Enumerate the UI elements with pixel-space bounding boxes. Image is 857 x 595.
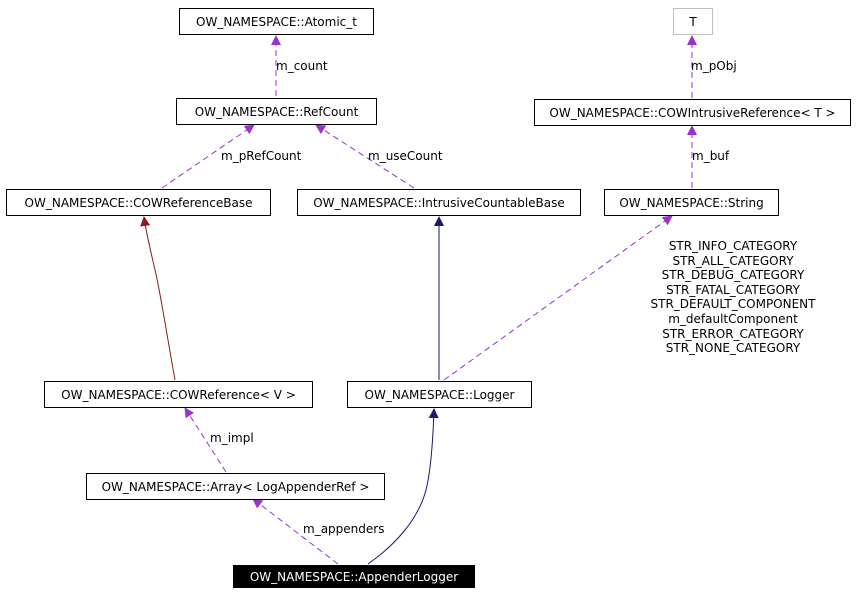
label-m-usecount: m_useCount [368, 149, 443, 163]
label-string-members: STR_INFO_CATEGORY STR_ALL_CATEGORY STR_D… [633, 239, 833, 356]
node-cow-intrusive-reference[interactable]: OW_NAMESPACE::COWIntrusiveReference< T > [534, 99, 851, 126]
member-label: STR_DEFAULT_COMPONENT [650, 297, 816, 312]
member-label: STR_INFO_CATEGORY [668, 239, 798, 253]
member-label: m_defaultComponent [668, 311, 798, 326]
edge-inherit-cowrefbase [140, 216, 176, 381]
node-string[interactable]: OW_NAMESPACE::String [604, 189, 779, 216]
label-m-pobj: m_pObj [691, 59, 737, 73]
edge-m-appenders [252, 498, 339, 565]
label-m-prefcount: m_pRefCount [221, 149, 302, 163]
node-cow-reference-base[interactable]: OW_NAMESPACE::COWReferenceBase [6, 189, 271, 216]
node-appender-logger: OW_NAMESPACE::AppenderLogger [233, 565, 475, 588]
label-m-buf: m_buf [692, 149, 730, 163]
label-m-impl: m_impl [210, 431, 254, 445]
label-m-count: m_count [276, 59, 328, 73]
edge-string-members [443, 215, 673, 381]
member-label: STR_NONE_CATEGORY [665, 341, 801, 356]
member-label: STR_FATAL_CATEGORY [666, 282, 800, 297]
member-label: STR_ERROR_CATEGORY [662, 326, 804, 341]
member-label: STR_DEBUG_CATEGORY [661, 268, 805, 283]
node-atomic-t[interactable]: OW_NAMESPACE::Atomic_t [179, 8, 374, 35]
edge-inherit-logger [367, 408, 439, 565]
label-m-appenders: m_appenders [303, 522, 385, 536]
node-refcount[interactable]: OW_NAMESPACE::RefCount [176, 98, 377, 125]
edge-m-impl [184, 407, 227, 473]
node-logger[interactable]: OW_NAMESPACE::Logger [347, 381, 532, 408]
edge-m-prefcount [161, 124, 255, 189]
node-array-log-appender-ref[interactable]: OW_NAMESPACE::Array< LogAppenderRef > [86, 473, 385, 500]
node-cow-reference[interactable]: OW_NAMESPACE::COWReference< V > [44, 381, 313, 408]
member-label: STR_ALL_CATEGORY [672, 253, 794, 268]
node-intrusive-countable-base[interactable]: OW_NAMESPACE::IntrusiveCountableBase [297, 189, 581, 216]
node-template-t: T [673, 8, 713, 35]
